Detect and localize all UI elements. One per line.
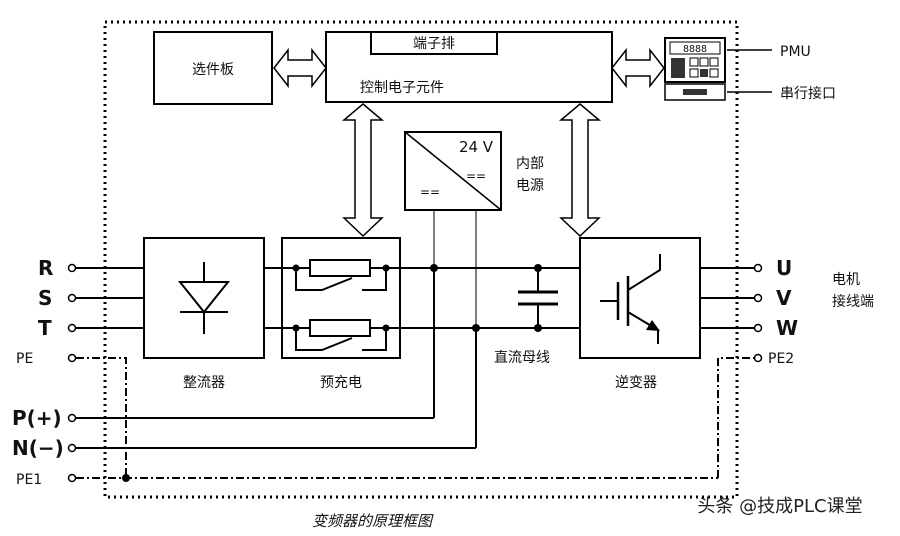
precharge-resistor-2	[309, 319, 371, 337]
control-electronics-label: 控制电子元件	[360, 80, 444, 96]
precharge-box	[281, 237, 401, 359]
diode-icon	[177, 281, 231, 314]
motor-label-2: 接线端	[832, 293, 874, 310]
pmu-key	[700, 69, 708, 77]
pe-ground-line	[76, 357, 127, 478]
terminal-strip-label: 端子排	[413, 36, 455, 52]
motor-label-1: 电机	[832, 272, 860, 288]
terminal-w: W	[776, 316, 798, 340]
precharge-control-arrow	[341, 103, 385, 238]
terminal-u: U	[776, 256, 792, 280]
pmu-key	[699, 57, 709, 67]
pmu-label: PMU	[780, 44, 811, 60]
precharge-label: 预充电	[320, 375, 362, 391]
serial-interface-label: 串行接口	[780, 85, 836, 102]
pmu-display	[669, 41, 721, 55]
pmu-key	[709, 57, 719, 67]
inverter-box	[579, 237, 701, 359]
pmu-link-arrow	[611, 47, 665, 89]
pe2-ground-line	[717, 357, 754, 478]
terminal-pe: PE	[16, 351, 33, 367]
terminal-s: S	[38, 286, 52, 310]
terminal-n-minus: N(−)	[12, 436, 64, 460]
power-supply-dc-in: ==	[420, 185, 440, 199]
watermark-text: 头条 @技成PLC课堂	[697, 496, 862, 517]
enclosure-boundary	[103, 20, 739, 499]
diagram-title: 变频器的原理框图	[312, 512, 434, 530]
option-board-box	[153, 31, 273, 105]
terminal-t: T	[38, 316, 52, 340]
terminal-strip-box	[370, 31, 498, 55]
internal-power-label-1: 内部	[516, 156, 544, 172]
rectifier-label: 整流器	[183, 375, 225, 391]
pmu-display-text: 8888	[683, 44, 707, 55]
option-board-label: 选件板	[192, 62, 234, 78]
pmu-key	[689, 57, 699, 67]
power-supply-dc-out: ==	[466, 169, 486, 183]
precharge-resistor-1	[309, 259, 371, 277]
inverter-control-arrow	[558, 103, 602, 238]
pmu-run-keys	[671, 58, 685, 78]
pmu-key	[689, 68, 699, 78]
terminal-pe2: PE2	[768, 351, 794, 367]
option-board-link-arrow	[273, 47, 327, 89]
terminal-r: R	[38, 256, 53, 280]
terminal-v: V	[776, 286, 792, 310]
pmu-key	[709, 68, 719, 78]
power-supply-voltage: 24 V	[459, 138, 494, 156]
serial-connector-icon	[683, 89, 707, 95]
internal-power-label-2: 电源	[516, 178, 544, 194]
terminal-p-plus: P(+)	[12, 406, 62, 430]
inverter-label: 逆变器	[615, 375, 657, 391]
terminal-pe1: PE1	[16, 472, 42, 488]
dc-bus-label: 直流母线	[494, 349, 550, 366]
